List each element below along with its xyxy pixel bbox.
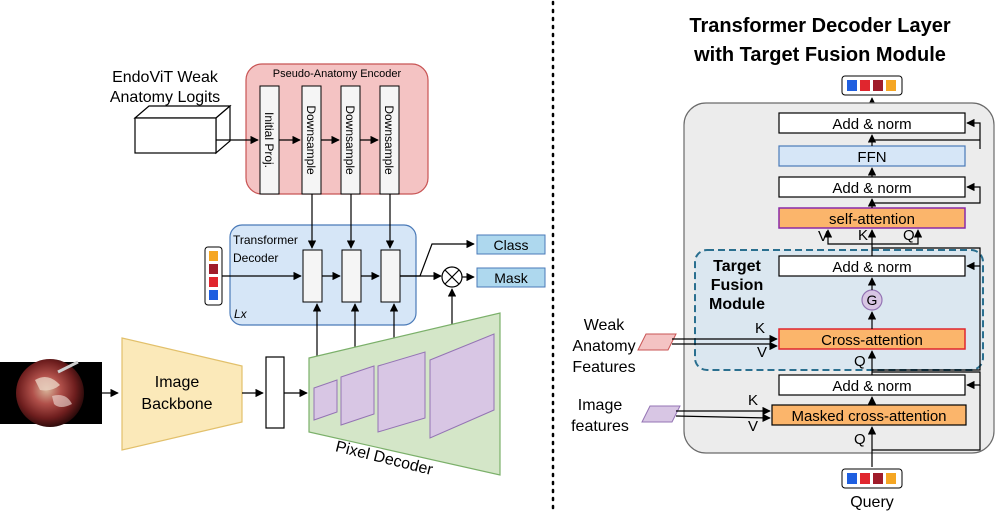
q-label: Q — [854, 353, 866, 370]
pae-block-label: Initial Proj. — [262, 112, 276, 168]
image-features-line1: Image — [578, 397, 623, 414]
decoder-block-3 — [380, 249, 401, 303]
input-query-tokens — [841, 468, 903, 489]
image-backbone-line1: Image — [155, 374, 200, 391]
logits-cuboid — [133, 104, 232, 155]
pae-title: Pseudo-Anatomy Encoder — [273, 68, 402, 80]
mask-label: Mask — [494, 270, 528, 286]
add-norm-3-label: Add & norm — [832, 259, 911, 276]
image-feature-token — [641, 405, 681, 423]
weak-features-line3: Features — [572, 359, 635, 376]
tfm-line2: Fusion — [711, 277, 763, 294]
cross-attention-label: Cross-attention — [821, 332, 923, 349]
tfm-line3: Module — [709, 296, 765, 313]
v-label: V — [748, 418, 758, 435]
backbone-feature — [265, 356, 285, 429]
weak-anatomy-feature-token — [637, 333, 677, 351]
pae-blocks: Initial Proj. Downsample Downsample Down… — [259, 85, 400, 195]
add-norm-top — [778, 112, 966, 134]
endovit-label-line2: Anatomy Logits — [110, 89, 220, 106]
masked-cross-attention-block — [771, 404, 967, 426]
pae-block-label: Downsample — [343, 105, 357, 175]
pixel-feature-3 — [377, 351, 426, 433]
transformer-decoder-line1: Transformer — [233, 233, 298, 247]
lx-label: Lx — [234, 307, 248, 321]
right-title-line1: Transformer Decoder Layer — [689, 15, 950, 37]
pixel-feature-2 — [340, 365, 375, 426]
add-norm-2-label: Add & norm — [832, 180, 911, 197]
pixel-feature-4 — [429, 333, 495, 439]
endovit-label-line1: EndoViT Weak — [112, 69, 219, 86]
class-label: Class — [493, 237, 528, 253]
add-norm-4-label: Add & norm — [832, 378, 911, 395]
add-norm-top-label: Add & norm — [832, 116, 911, 133]
self-attention-label: self-attention — [829, 211, 915, 228]
tfm-line1: Target — [713, 258, 761, 275]
endoscopic-image — [0, 359, 102, 427]
q-label: Q — [854, 431, 866, 448]
transformer-decoder-line2: Decoder — [233, 251, 278, 265]
pae-block-label: Downsample — [304, 105, 318, 175]
v-label: V — [818, 228, 828, 245]
output-query-tokens — [841, 75, 903, 96]
k-label: K — [748, 392, 758, 409]
pae-block-label: Downsample — [382, 105, 396, 175]
mask-output — [476, 267, 546, 288]
weak-features-line1: Weak — [584, 317, 626, 334]
q-label: Q — [903, 227, 915, 244]
image-backbone-line2: Backbone — [141, 396, 212, 413]
query-tokens-left — [204, 246, 223, 306]
k-label: K — [755, 320, 765, 337]
query-label: Query — [850, 494, 894, 511]
decoder-block-1 — [302, 249, 323, 303]
weak-features-line2: Anatomy — [572, 338, 635, 355]
image-backbone — [121, 337, 243, 451]
masked-cross-attention-label: Masked cross-attention — [791, 408, 946, 425]
image-features-line2: features — [571, 418, 629, 435]
right-title-line2: with Target Fusion Module — [693, 44, 946, 66]
class-output — [476, 234, 546, 255]
pixel-feature-1 — [313, 379, 338, 421]
decoder-block-2 — [341, 249, 362, 303]
v-label: V — [757, 344, 767, 361]
gate-label: G — [867, 292, 878, 308]
transformer-decoder — [229, 224, 417, 326]
ffn-label: FFN — [857, 149, 886, 166]
k-label: K — [858, 227, 868, 244]
